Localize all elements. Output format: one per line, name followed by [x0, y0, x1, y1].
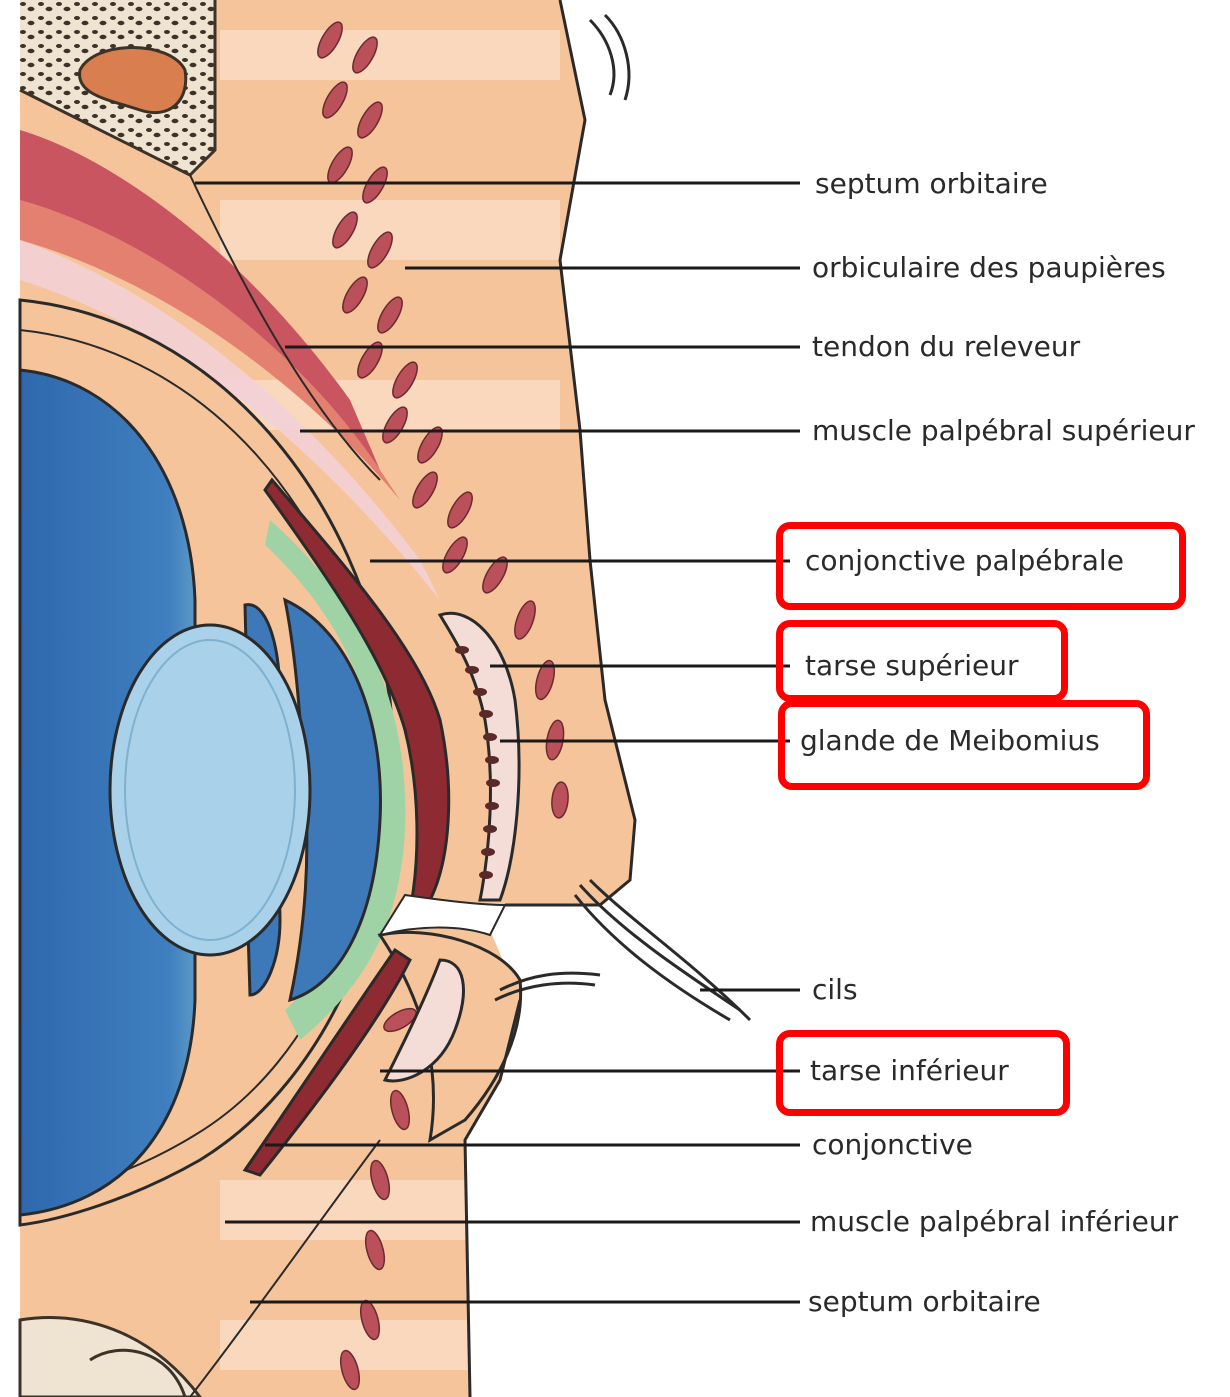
label-conjonctive-palpebrale: conjonctive palpébrale — [805, 547, 1124, 575]
label-muscle-palpebral-inferieur: muscle palpébral inférieur — [810, 1208, 1178, 1236]
lens — [110, 625, 310, 955]
label-glande-meibomius: glande de Meibomius — [800, 727, 1100, 755]
label-tarse-inferieur: tarse inférieur — [810, 1057, 1009, 1085]
label-muscle-palpebral-superieur: muscle palpébral supérieur — [812, 417, 1195, 445]
label-septum-orbitaire-top: septum orbitaire — [815, 170, 1048, 198]
label-orbiculaire: orbiculaire des paupières — [812, 254, 1166, 282]
label-tendon-releveur: tendon du releveur — [812, 333, 1080, 361]
label-tarse-superieur: tarse supérieur — [805, 652, 1018, 680]
label-septum-orbitaire-bottom: septum orbitaire — [808, 1288, 1041, 1316]
label-conjonctive: conjonctive — [812, 1131, 973, 1159]
label-cils: cils — [812, 976, 858, 1004]
